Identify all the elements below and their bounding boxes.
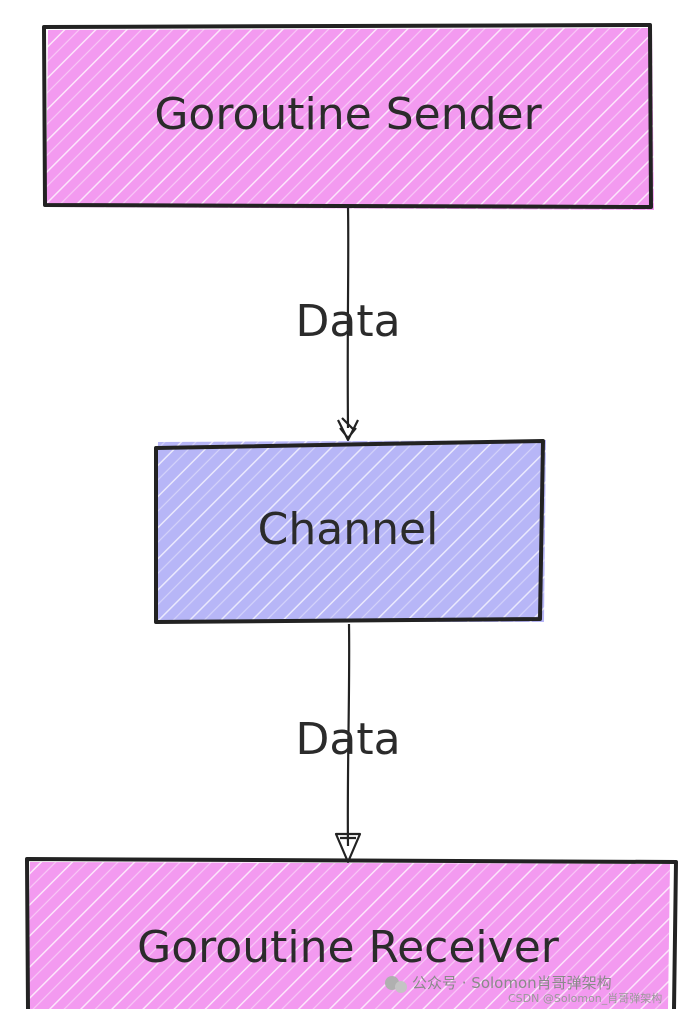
goroutine-sender-node: Goroutine Sender: [42, 23, 654, 210]
edge-sender-to-channel: Data: [295, 206, 401, 442]
edge-sender-to-channel-line: [346, 206, 350, 429]
channel-node: Channel: [154, 439, 546, 624]
edge-sender-to-channel-label: Data: [295, 296, 400, 347]
goroutine-receiver-border: [25, 857, 678, 1009]
watermark-line-1: 公众号 · Solomon肖哥弹架构: [412, 974, 612, 992]
edge-channel-to-receiver-line: [346, 623, 351, 847]
channel-border: [154, 439, 545, 624]
wechat-icon: [385, 976, 407, 993]
edge-sender-to-channel-arrowhead: [337, 417, 359, 442]
goroutine-sender-fill: [46, 28, 654, 210]
goroutine-sender-border: [42, 23, 653, 209]
channel-label: Channel: [258, 504, 439, 555]
goroutine-receiver-node: Goroutine Receiver: [25, 857, 678, 1009]
edge-channel-to-receiver-label: Data: [295, 714, 400, 765]
edge-channel-to-receiver: Data: [295, 623, 401, 864]
watermark: 公众号 · Solomon肖哥弹架构 CSDN @Solomon_肖哥弹架构: [385, 974, 662, 1005]
watermark-line-2: CSDN @Solomon_肖哥弹架构: [508, 991, 662, 1005]
goroutine-receiver-label: Goroutine Receiver: [137, 922, 560, 973]
goroutine-receiver-fill: [28, 862, 670, 1009]
channel-fill: [154, 440, 546, 622]
edge-channel-to-receiver-arrowhead: [334, 832, 362, 864]
goroutine-sender-label: Goroutine Sender: [154, 89, 542, 140]
